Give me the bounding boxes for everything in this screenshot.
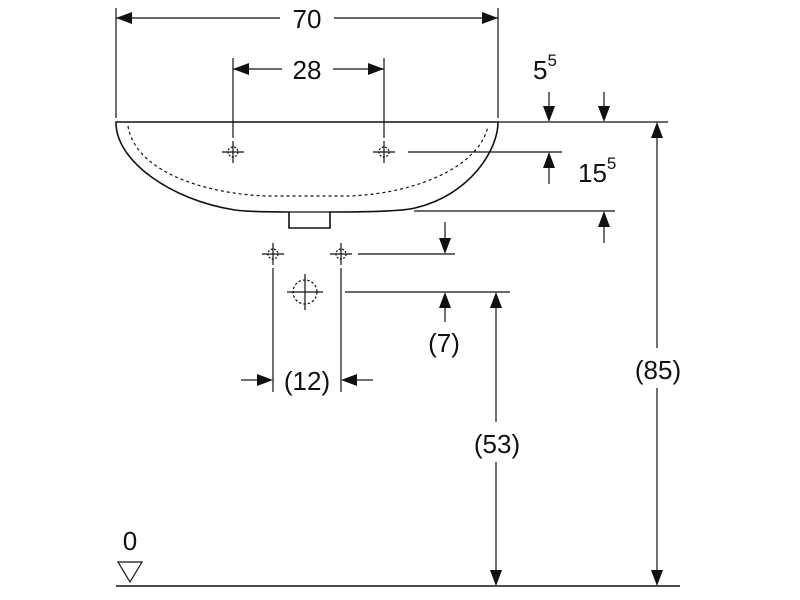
dimension-drain-height (490, 292, 502, 586)
tap-hole-right-mark (372, 140, 396, 164)
label-tap-height: 155 (578, 154, 616, 188)
dimension-tap-height (408, 151, 615, 243)
tap-hole-left-mark (221, 140, 245, 164)
label-rim-offset: 55 (533, 51, 557, 85)
label-tap-height-main: 15 (578, 158, 607, 188)
label-rim-height: (85) (635, 355, 681, 385)
label-supply-spacing: (12) (284, 366, 330, 396)
dimension-rim-offset (498, 92, 668, 123)
label-tap-hole-spacing: 28 (293, 55, 322, 85)
dimension-supply-spacing (241, 268, 373, 392)
drain-outlet-mark (287, 274, 323, 310)
label-supply-drop: (7) (428, 328, 460, 358)
label-rim-offset-sup: 5 (547, 51, 556, 70)
label-tap-height-sup: 5 (607, 154, 616, 173)
supply-left-mark (261, 242, 285, 266)
label-floor-level: 0 (123, 526, 137, 556)
supply-right-mark (329, 242, 353, 266)
label-overall-width: 70 (293, 4, 322, 34)
basin-outline (115, 121, 499, 229)
dimension-overall-width (115, 8, 499, 118)
floor-level-marker-icon (116, 561, 144, 584)
dimension-rim-height (651, 122, 663, 586)
label-rim-offset-main: 5 (533, 55, 547, 85)
label-drain-height: (53) (474, 429, 520, 459)
dimension-tap-hole-spacing (232, 58, 385, 138)
dimension-supply-drop (345, 222, 510, 322)
